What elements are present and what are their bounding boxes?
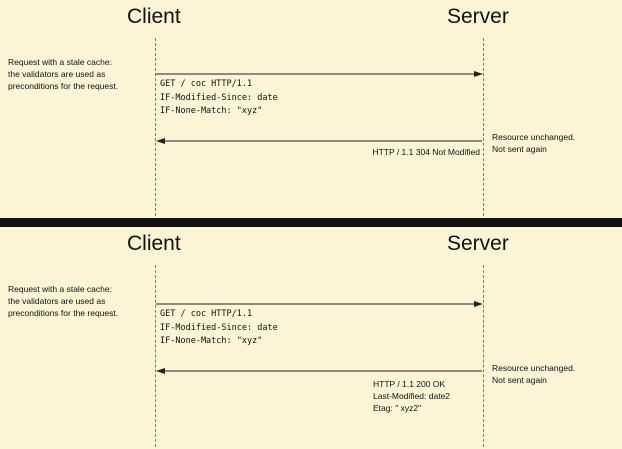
request-line: IF-None-Match: "xyz" [160,336,263,346]
message-arrows [156,71,483,144]
note-line: Request with a stale cache: [8,284,112,294]
sequence-panel-200: Client Server Request with a stale cache… [0,227,622,449]
server-lifeline [483,38,484,216]
request-headers: GET / coc HTTP/1.1 IF-Modified-Since: da… [160,308,278,349]
client-label: Client [127,232,181,255]
sequence-panel-304: Client Server Request with a stale cache… [0,0,622,218]
note-line: the validators are used as [8,69,106,79]
note-line: the validators are used as [8,296,106,306]
server-status-note: Resource unchanged. Not sent again [492,362,575,386]
note-line: preconditions for the request. [8,308,119,318]
request-note: Request with a stale cache: the validato… [8,283,118,319]
request-line: IF-None-Match: "xyz" [160,106,263,116]
server-status-note: Resource unchanged. Not sent again [492,131,575,155]
client-lifeline [155,38,156,216]
request-line: GET / coc HTTP/1.1 [160,309,253,319]
message-arrows [156,301,483,374]
request-note: Request with a stale cache: the validato… [8,56,118,92]
status-line: Not sent again [492,144,547,154]
client-lifeline [155,265,156,447]
response-arrowhead [156,368,165,374]
response-line: Etag: " xyz2" [373,403,422,413]
server-label: Server [447,232,509,255]
request-line: GET / coc HTTP/1.1 [160,79,253,89]
server-label: Server [447,5,509,28]
panel-divider [0,218,622,227]
response-line: Last-Modified: date2 [373,391,451,401]
server-lifeline [483,265,484,447]
response-line: HTTP / 1.1 200 OK [373,379,446,389]
response-arrowhead [156,138,165,144]
request-line: IF-Modified-Since: date [160,322,278,333]
response-headers: HTTP / 1.1 304 Not Modified [372,146,480,158]
status-line: Resource unchanged. [492,132,576,142]
client-label: Client [127,5,181,28]
status-line: Resource unchanged. [492,363,576,373]
request-line: IF-Modified-Since: date [160,92,278,103]
note-line: preconditions for the request. [8,81,119,91]
status-line: Not sent again [492,375,547,385]
response-headers: HTTP / 1.1 200 OK Last-Modified: date2 E… [373,378,450,414]
note-line: Request with a stale cache: [8,57,112,67]
request-headers: GET / coc HTTP/1.1 IF-Modified-Since: da… [160,78,278,119]
request-arrowhead [474,71,483,77]
request-arrowhead [474,301,483,307]
response-line: HTTP / 1.1 304 Not Modified [372,147,480,157]
